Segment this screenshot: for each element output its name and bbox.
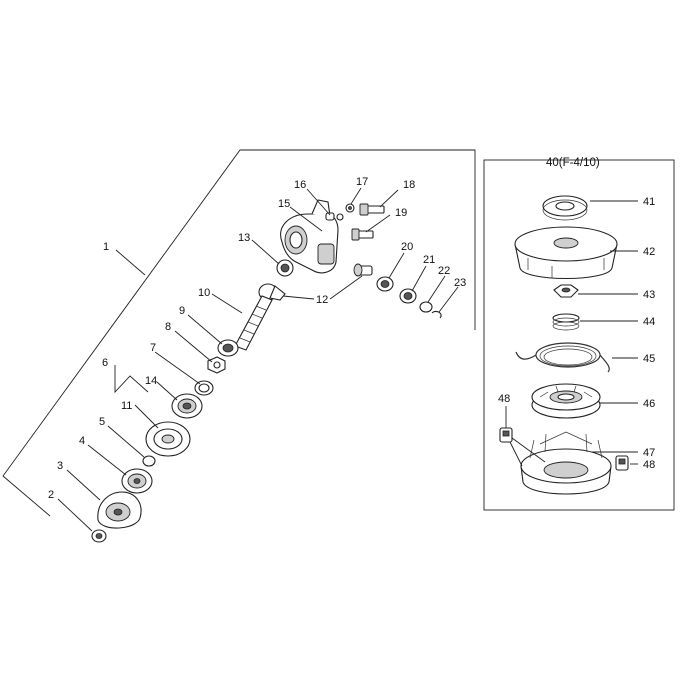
leader-lines-left [57, 187, 459, 532]
part-45-line [515, 342, 610, 373]
callout-16: 16 [294, 179, 306, 191]
part-7-washer [194, 380, 214, 396]
callout-44: 44 [643, 316, 655, 328]
part-21-bearing [399, 288, 417, 304]
gear-head-assembly-outline [2, 149, 476, 517]
gear-case-housing [280, 199, 339, 274]
part-3-cover [97, 491, 142, 529]
part-20-bearing [376, 276, 394, 292]
callout-labels-right: 41 42 43 44 45 46 47 48 48 [498, 196, 655, 471]
callout-5: 5 [99, 416, 105, 428]
part-8-nut [207, 356, 226, 374]
callout-3: 3 [57, 460, 63, 472]
part-47-housing [520, 431, 612, 495]
part-19-bolt [351, 228, 374, 241]
leader-lines-right [505, 200, 638, 467]
callout-2: 2 [48, 489, 54, 501]
part-22-ring [419, 301, 433, 313]
callout-19: 19 [395, 207, 407, 219]
part-5-ring [142, 455, 156, 467]
callout-17: 17 [356, 176, 368, 188]
part-15-16-screw [325, 212, 344, 221]
callout-6: 6 [102, 357, 108, 369]
callout-20: 20 [401, 241, 413, 253]
trimmer-head-kit-box: 40(F-4/10) [483, 157, 675, 511]
part-17-cap [345, 203, 355, 213]
callout-21: 21 [423, 254, 435, 266]
callout-9: 9 [179, 305, 185, 317]
part-42-cover [514, 226, 618, 279]
part-41-washer [542, 195, 588, 221]
callout-48-left: 48 [498, 393, 510, 405]
part-4-holder [121, 468, 153, 494]
callout-42: 42 [643, 246, 655, 258]
callout-22: 22 [438, 265, 450, 277]
callout-4: 4 [79, 435, 85, 447]
part-13-bearing [276, 259, 294, 277]
part-46-spool [531, 383, 601, 419]
part-12-shaft [353, 263, 373, 277]
callout-8: 8 [165, 321, 171, 333]
part-18-bolt [359, 203, 385, 216]
part-11-plate [145, 421, 191, 457]
part-48-eyelet-left [499, 427, 513, 443]
callout-41: 41 [643, 196, 655, 208]
part-2-nut [91, 529, 107, 543]
callout-13: 13 [238, 232, 250, 244]
part-48-eyelet-right [615, 455, 629, 471]
callout-11: 11 [121, 400, 132, 412]
callout-48-right: 48 [643, 459, 655, 471]
callout-1: 1 [103, 241, 109, 253]
callout-47: 47 [643, 447, 655, 459]
kit-label: 40(F-4/10) [546, 157, 600, 169]
callout-7: 7 [150, 342, 156, 354]
callout-labels-left: 1 2 3 4 5 6 7 8 9 10 11 12 13 14 15 16 1… [48, 176, 466, 501]
callout-45: 45 [643, 353, 655, 365]
part-43-nut [553, 284, 579, 298]
part-9-bearing [217, 339, 239, 357]
part-10-spindle [234, 295, 273, 351]
callout-15: 15 [278, 198, 290, 210]
callout-18: 18 [403, 179, 415, 191]
callout-10: 10 [198, 287, 210, 299]
callout-46: 46 [643, 398, 655, 410]
callout-14: 14 [145, 375, 157, 387]
part-14-holder [171, 393, 203, 419]
callout-23: 23 [454, 277, 466, 289]
part-12-pinion [258, 283, 286, 301]
callout-12: 12 [316, 294, 328, 306]
part-23-clip [431, 310, 442, 319]
callout-43: 43 [643, 289, 655, 301]
part-44-spring [552, 313, 580, 331]
